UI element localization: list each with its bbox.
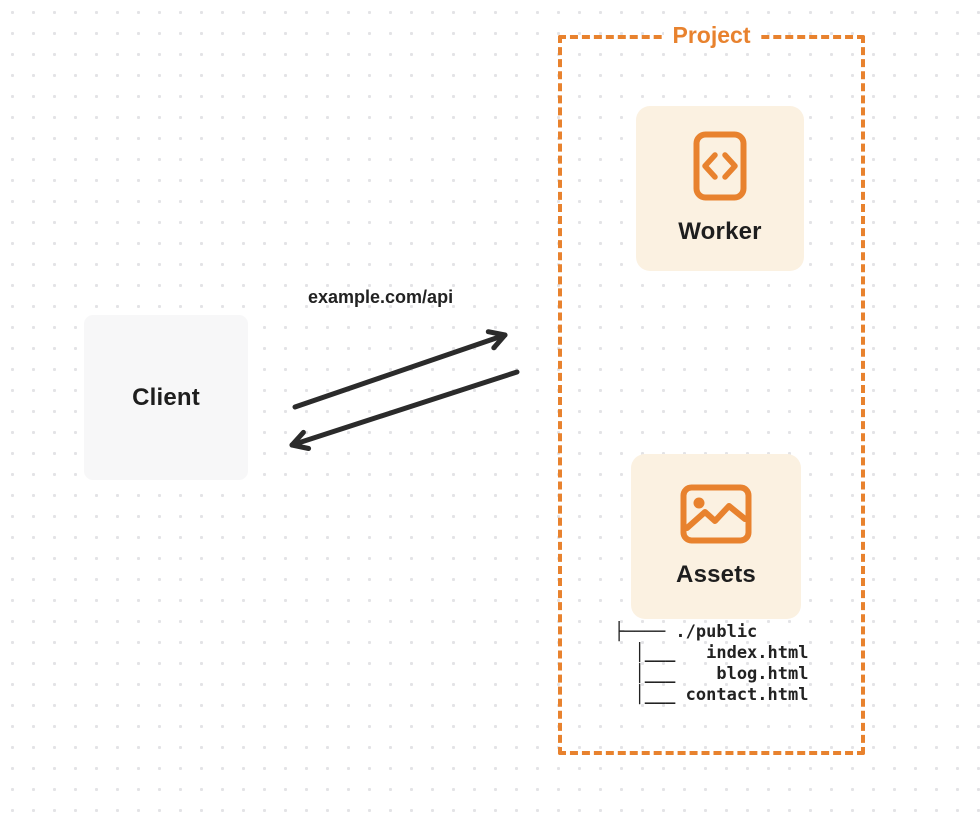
image-icon — [680, 484, 752, 544]
request-url-label: example.com/api — [308, 287, 454, 307]
request-arrow — [292, 329, 508, 410]
code-file-icon — [693, 131, 747, 201]
project-container: Project Worker Assets ├──── ./public │__… — [558, 22, 865, 755]
client-label: Client — [132, 383, 200, 411]
project-label: Project — [663, 22, 760, 49]
request-response-arrows — [289, 329, 520, 451]
response-arrow — [289, 369, 520, 451]
assets-file-tree: ├──── ./public │___ index.html │___ blog… — [614, 622, 809, 705]
assets-node: Assets — [631, 454, 801, 619]
assets-label: Assets — [676, 561, 756, 588]
worker-node: Worker — [636, 106, 804, 271]
worker-label: Worker — [678, 218, 762, 245]
client-node: Client — [84, 315, 248, 480]
